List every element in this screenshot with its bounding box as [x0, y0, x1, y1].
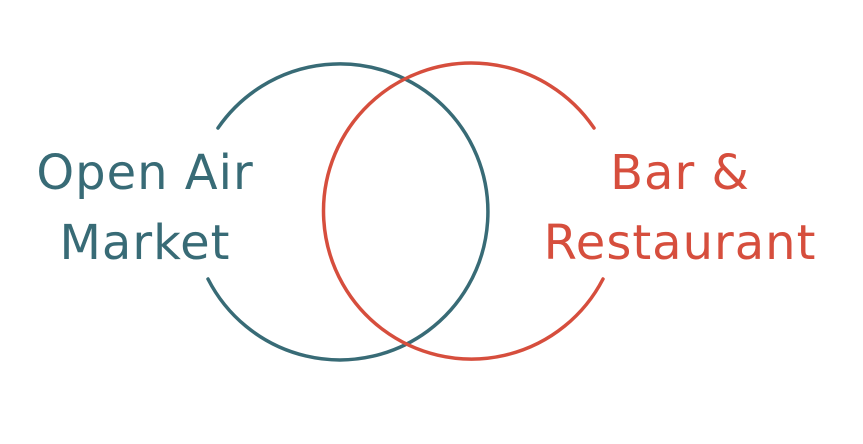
left-set-label-line-2: Market — [59, 215, 231, 271]
right-set-label: Bar & Restaurant — [530, 138, 830, 278]
left-set-label-line-1: Open Air — [36, 145, 254, 201]
right-set-circle — [321, 61, 605, 361]
right-set-label-line-2: Restaurant — [543, 215, 817, 271]
right-set-label-line-1: Bar & — [610, 145, 750, 201]
left-set-circle — [206, 62, 490, 362]
left-set-label: Open Air Market — [30, 138, 260, 278]
